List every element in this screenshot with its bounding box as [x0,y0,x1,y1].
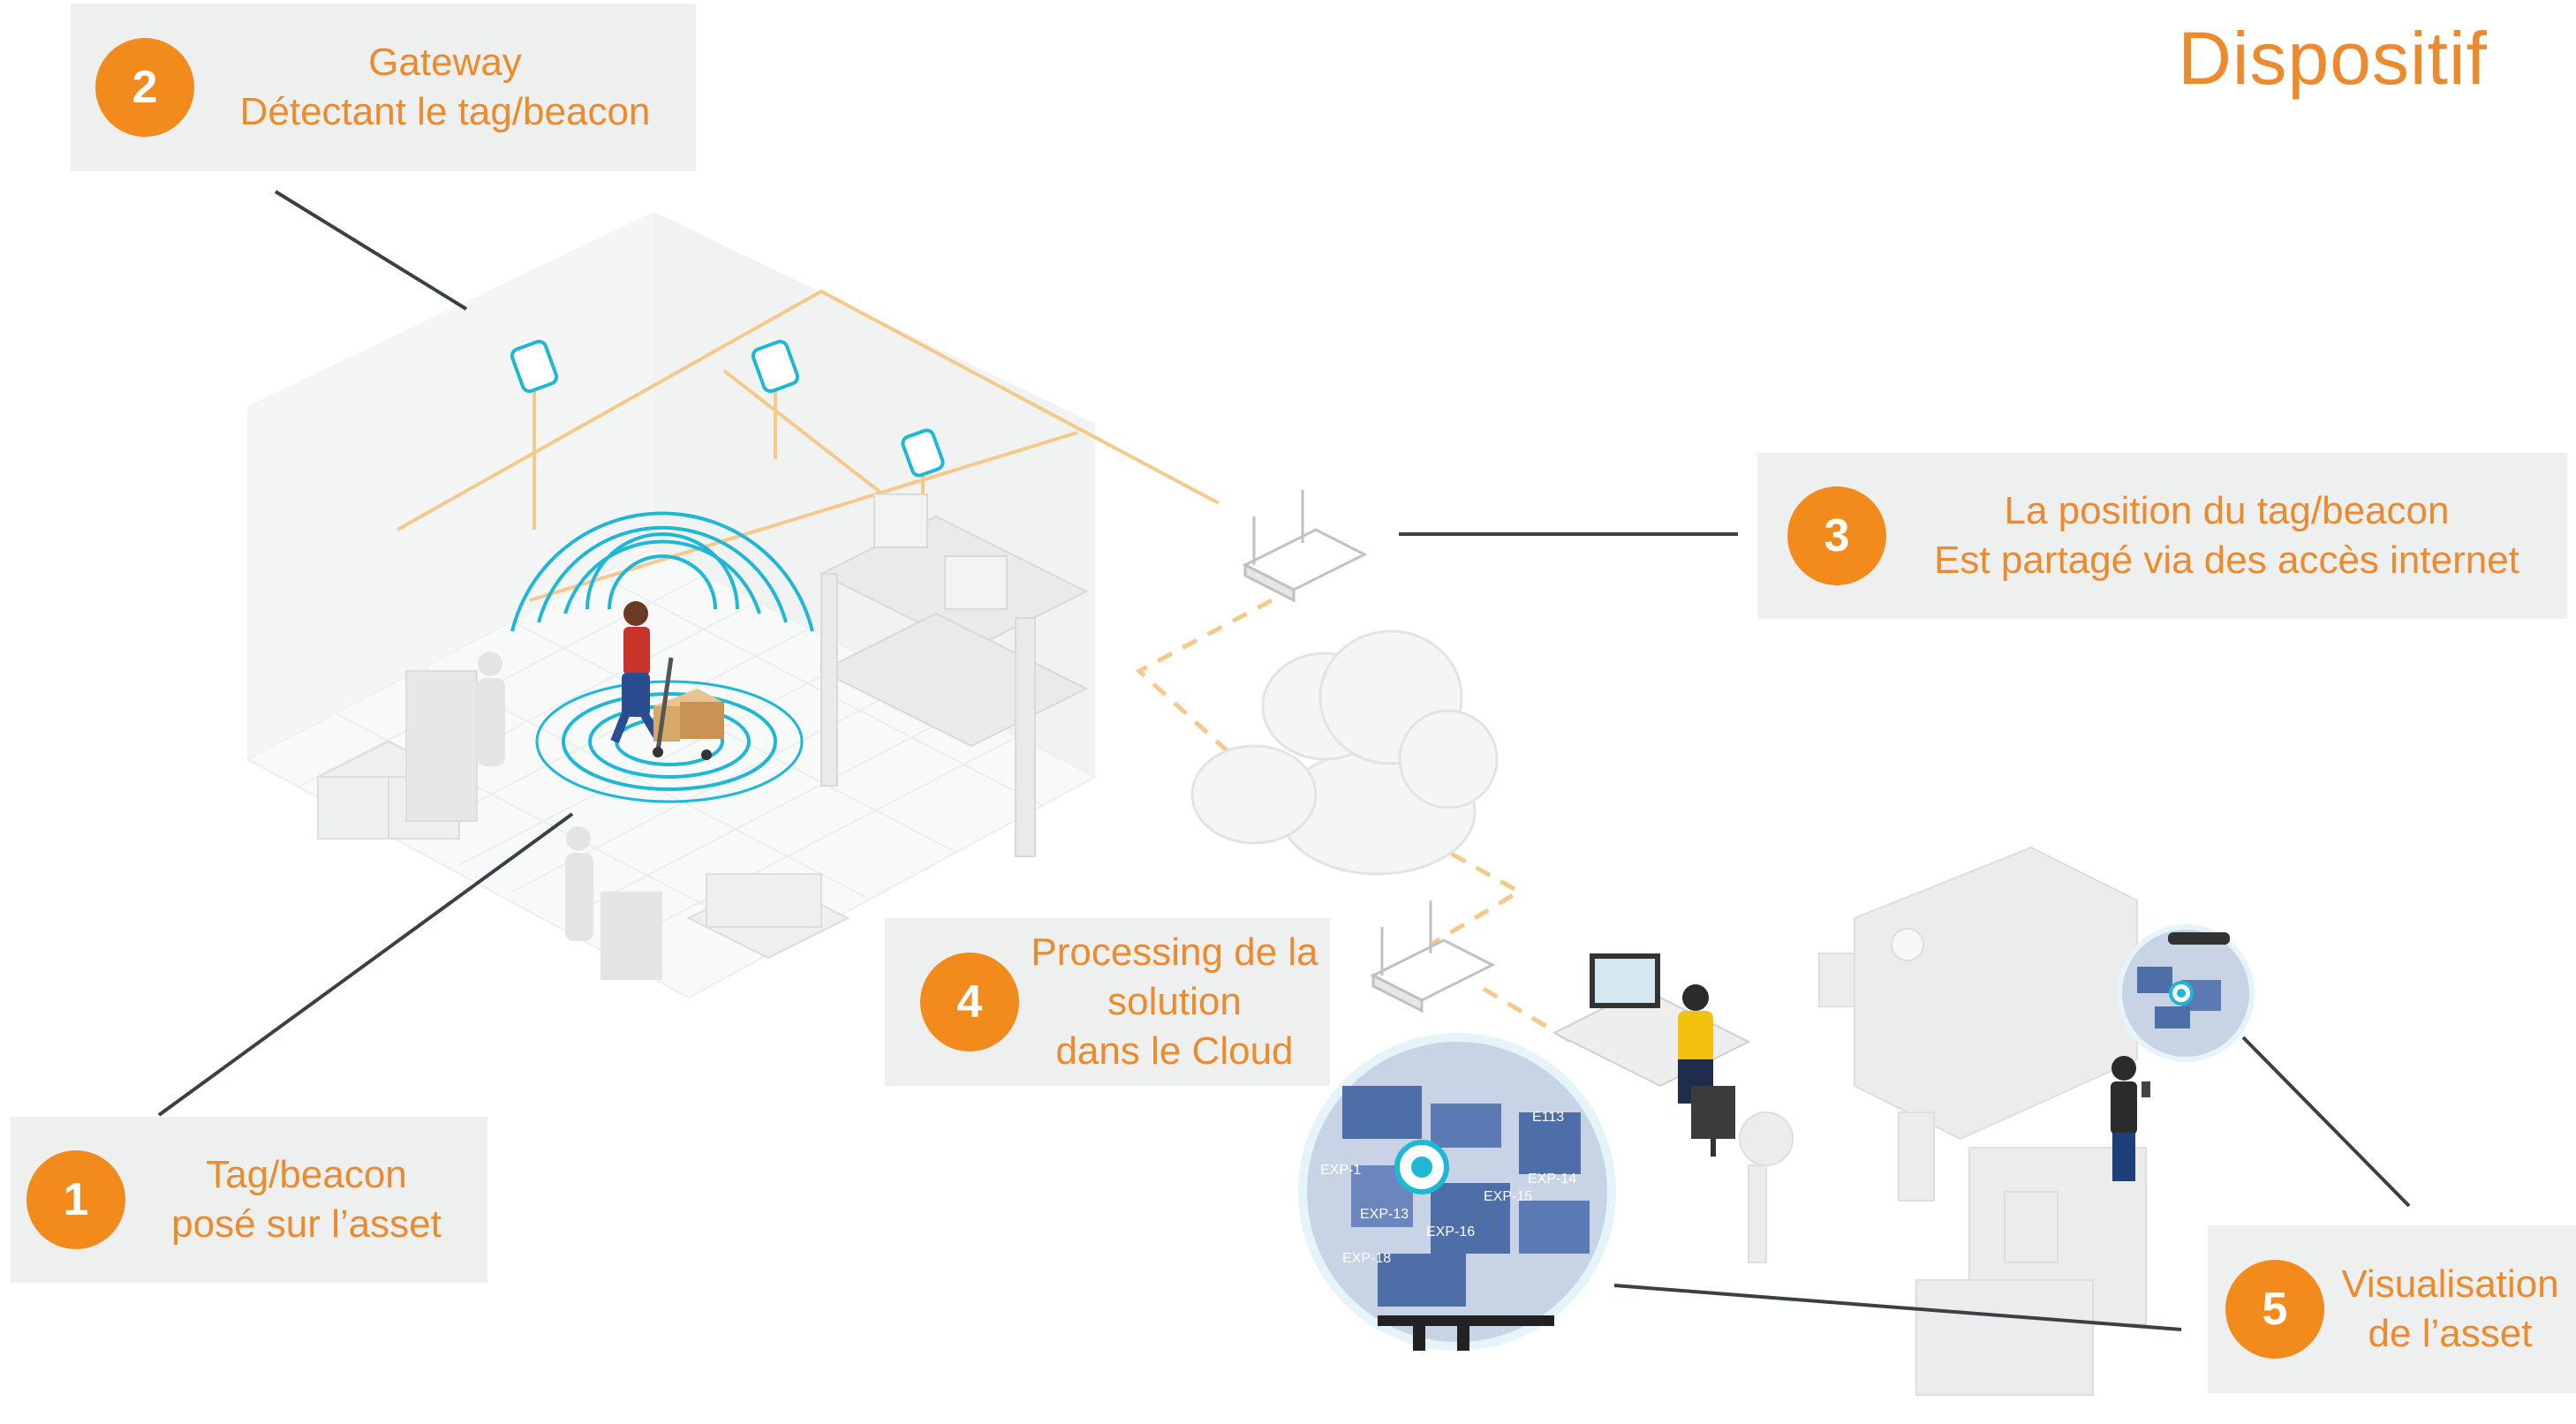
step-badge: 3 [1787,486,1886,585]
callout-text: Gateway Détectant le tag/beacon [239,41,651,133]
leader-lines [157,190,2411,1331]
map-room-label: EXP-13 [1360,1207,1409,1222]
warehouse-shelf [819,494,1089,857]
callout-tag-beacon: 1 Tag/beacon posé sur l’asset [11,1117,487,1283]
callout-cloud-processing: 4 Processing de la solution dans le Clou… [885,918,1330,1086]
router-icon [1242,490,1496,1013]
page-title: Dispositif [2178,17,2488,100]
callout-gateway: 2 Gateway Détectant le tag/beacon [71,4,696,171]
map-room-label: EXP-1 [1320,1163,1361,1178]
callout-text: Processing de la solution dans le Cloud [1031,930,1318,1073]
mobile-user [2111,1056,2150,1181]
callout-text: La position du tag/beacon Est partagé vi… [1934,489,2519,582]
map-room-label: EXP-14 [1528,1172,1576,1187]
callout-internet-sharing: 3 La position du tag/beacon Est partagé … [1757,453,2567,619]
background-worker [477,652,662,980]
step-badge: 4 [920,953,1019,1051]
map-room-label: EXP-15 [1484,1189,1532,1204]
map-labels: E113 EXP-1 EXP-13 EXP-16 EXP-18 EXP-14 E… [1320,1110,1576,1266]
map-room-label: EXP-16 [1426,1224,1475,1239]
callout-text: Visualisation de l’asset [2341,1262,2559,1355]
cloud-icon [1190,629,1499,876]
gateway-icon [510,339,945,478]
worker-with-cart [610,601,724,760]
office-background [1739,846,2147,1396]
callout-text: Tag/beacon posé sur l’asset [171,1153,442,1246]
step-badge: 5 [2225,1260,2324,1359]
office-operator [1552,953,1751,1157]
map-room-label: EXP-18 [1342,1251,1391,1266]
callout-visualisation: 5 Visualisation de l’asset [2208,1225,2576,1393]
map-room-label: E113 [1532,1110,1564,1125]
step-badge: 2 [95,38,194,137]
map-magnifier-large [1298,1033,1616,1351]
map-magnifier-small [2117,924,2255,1062]
step-badge: 1 [26,1150,125,1249]
warehouse-boxes [315,670,850,960]
